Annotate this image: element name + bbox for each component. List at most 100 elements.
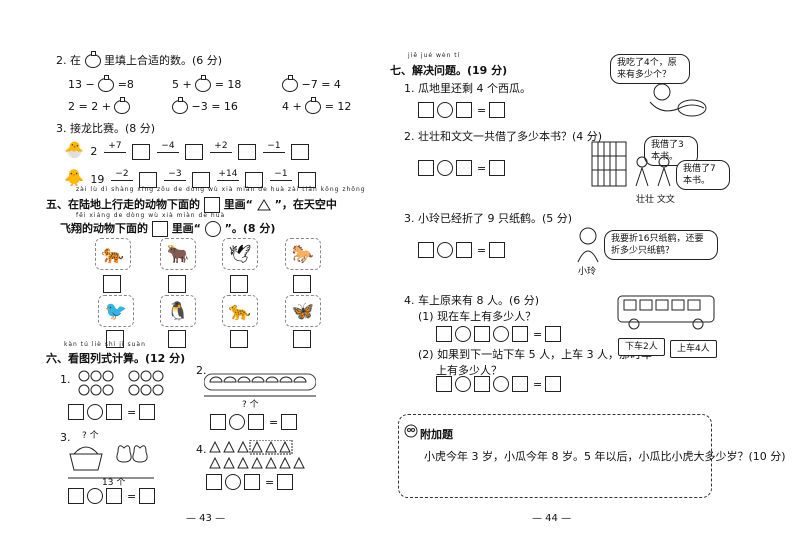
q6-p1-label: 1. bbox=[60, 373, 71, 386]
number-blank[interactable] bbox=[456, 102, 472, 118]
equals-sign: = bbox=[127, 489, 137, 503]
q2-title-text: 2. 在 bbox=[56, 54, 81, 67]
chain-arrow: −1 bbox=[269, 169, 292, 181]
q5-line-1c: ”，在天空中 bbox=[274, 198, 337, 211]
q2-title-tail: 里填上合适的数。(6 分) bbox=[104, 54, 223, 67]
left-page-number: — 43 — bbox=[186, 513, 226, 524]
chain-blank[interactable] bbox=[291, 144, 310, 160]
answer-box-butterfly[interactable] bbox=[293, 330, 311, 348]
answer-box-bird[interactable] bbox=[230, 275, 248, 293]
q2-item-2-right: = 18 bbox=[214, 78, 242, 91]
number-blank[interactable] bbox=[418, 242, 434, 258]
answer-box-ox[interactable] bbox=[168, 275, 186, 293]
number-blank[interactable] bbox=[206, 474, 222, 490]
result-blank[interactable] bbox=[545, 376, 562, 392]
result-blank[interactable] bbox=[489, 242, 506, 258]
chain-blank[interactable] bbox=[185, 144, 204, 160]
leopard-icon: 🐆 bbox=[222, 295, 258, 327]
q7-p1-equation: = bbox=[418, 102, 508, 118]
q6-pinyin: kàn tú liè shì jì suàn bbox=[64, 341, 146, 348]
ox-icon: 🐂 bbox=[160, 238, 196, 270]
result-blank[interactable] bbox=[281, 414, 298, 430]
answer-box-swallow[interactable] bbox=[168, 330, 186, 348]
number-blank[interactable] bbox=[418, 160, 434, 176]
chain-arrow: −1 bbox=[262, 141, 285, 153]
number-blank[interactable] bbox=[512, 326, 528, 342]
number-blank[interactable] bbox=[456, 160, 472, 176]
number-blank[interactable] bbox=[210, 414, 226, 430]
q3-chain-2-start: 19 bbox=[90, 173, 105, 186]
q7-p2-names: 壮壮 文文 bbox=[636, 195, 675, 205]
chain-blank[interactable] bbox=[192, 172, 211, 188]
lantern-blank[interactable] bbox=[172, 97, 188, 114]
number-blank[interactable] bbox=[106, 488, 122, 504]
q5-line-1: 五、在陆地上行走的动物下面的 里画“ ”，在天空中 bbox=[46, 196, 337, 213]
operator-blank[interactable] bbox=[87, 404, 103, 420]
q5-line-2c: ”。(8 分) bbox=[224, 222, 276, 235]
lantern-blank[interactable] bbox=[282, 75, 298, 92]
answer-box-pigeon[interactable] bbox=[106, 330, 124, 348]
equals-sign: = bbox=[477, 161, 487, 175]
number-blank[interactable] bbox=[248, 414, 264, 430]
q7-title: 七、解决问题。(19 分) bbox=[390, 64, 508, 77]
q7-pinyin: jiě jué wèn tí bbox=[408, 52, 461, 59]
operator-blank[interactable] bbox=[87, 488, 103, 504]
operator-blank[interactable] bbox=[225, 474, 241, 490]
tiger-icon: 🐅 bbox=[95, 238, 131, 270]
chain-arrow: −4 bbox=[156, 141, 179, 153]
number-blank[interactable] bbox=[418, 102, 434, 118]
answer-box-leopard[interactable] bbox=[230, 330, 248, 348]
chain-blank[interactable] bbox=[238, 144, 257, 160]
result-blank[interactable] bbox=[545, 326, 562, 342]
chain-blank[interactable] bbox=[245, 172, 264, 188]
result-blank[interactable] bbox=[139, 488, 156, 504]
answer-box-tiger[interactable] bbox=[103, 275, 121, 293]
number-blank[interactable] bbox=[512, 376, 528, 392]
operator-blank[interactable] bbox=[493, 326, 509, 342]
bonus-title: 附加题 bbox=[420, 428, 453, 441]
mushrooms-figure bbox=[204, 373, 316, 397]
chick-icon: 🐣 bbox=[64, 140, 84, 159]
q3-chain-2: 🐥 19 −2 −3 +14 −1 bbox=[64, 168, 319, 188]
number-blank[interactable] bbox=[474, 376, 490, 392]
result-blank[interactable] bbox=[489, 160, 506, 176]
q2-item-4-left: 2 = 2 + bbox=[68, 100, 111, 113]
number-blank[interactable] bbox=[68, 404, 84, 420]
number-blank[interactable] bbox=[244, 474, 260, 490]
q2-item-6-right: = 12 bbox=[324, 100, 352, 113]
operator-blank[interactable] bbox=[455, 326, 471, 342]
q7-p3-name: 小玲 bbox=[578, 267, 597, 277]
operator-blank[interactable] bbox=[455, 376, 471, 392]
operator-blank[interactable] bbox=[437, 160, 453, 176]
result-blank[interactable] bbox=[277, 474, 294, 490]
q2-title: 2. 在 里填上合适的数。(6 分) bbox=[56, 51, 223, 68]
q2-item-5: −3 = 16 bbox=[172, 97, 238, 114]
result-blank[interactable] bbox=[139, 404, 156, 420]
lantern-blank[interactable] bbox=[98, 75, 115, 92]
operator-blank[interactable] bbox=[493, 376, 509, 392]
operator-blank[interactable] bbox=[437, 102, 453, 118]
lantern-blank[interactable] bbox=[195, 75, 212, 92]
chain-blank[interactable] bbox=[298, 172, 317, 188]
number-blank[interactable] bbox=[436, 326, 452, 342]
number-blank[interactable] bbox=[68, 488, 84, 504]
operator-blank[interactable] bbox=[437, 242, 453, 258]
lantern-blank[interactable] bbox=[305, 97, 322, 114]
q2-item-2: 5 + = 18 bbox=[172, 75, 242, 92]
answer-box-horse[interactable] bbox=[293, 275, 311, 293]
number-blank[interactable] bbox=[106, 404, 122, 420]
number-blank[interactable] bbox=[456, 242, 472, 258]
q7-p3-equation: = bbox=[418, 242, 508, 258]
chain-blank[interactable] bbox=[132, 144, 151, 160]
lantern-blank[interactable] bbox=[114, 97, 131, 114]
result-blank[interactable] bbox=[489, 102, 506, 118]
number-blank[interactable] bbox=[474, 326, 490, 342]
chain-arrow: −3 bbox=[163, 169, 186, 181]
q6-p3-unknown: ? 个 bbox=[82, 431, 99, 441]
q3-chain-1-start: 2 bbox=[90, 145, 98, 158]
number-blank[interactable] bbox=[436, 376, 452, 392]
operator-blank[interactable] bbox=[229, 414, 245, 430]
chain-blank[interactable] bbox=[139, 172, 158, 188]
q6-p1-equation: = bbox=[68, 404, 158, 420]
